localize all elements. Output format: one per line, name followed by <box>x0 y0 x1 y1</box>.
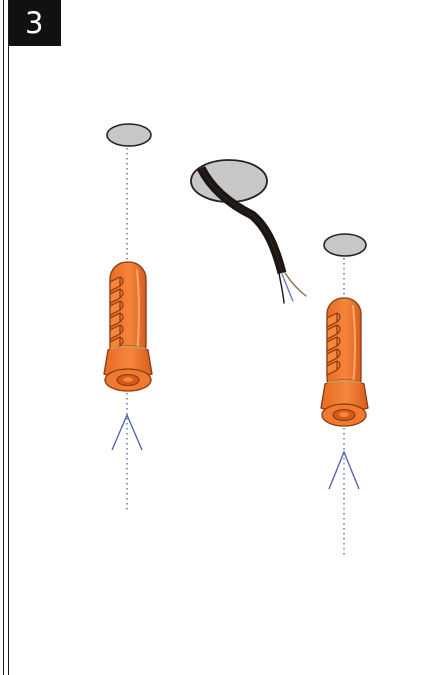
cable-wires <box>278 272 307 304</box>
wall-plug-anchor-icon <box>320 297 369 427</box>
page-margin-rule <box>3 0 4 675</box>
page-margin-rule-inner <box>8 0 9 675</box>
drill-hole-icon <box>323 233 367 257</box>
insertion-arrow-icon <box>111 413 143 451</box>
drill-hole-icon <box>106 123 152 147</box>
insertion-arrow-icon <box>328 450 360 490</box>
wall-plug-anchor-icon <box>103 261 153 392</box>
right-anchor-assembly <box>320 233 369 558</box>
step-number-badge: 3 <box>9 0 61 46</box>
cable-assembly <box>190 159 307 304</box>
left-anchor-assembly <box>103 123 153 510</box>
